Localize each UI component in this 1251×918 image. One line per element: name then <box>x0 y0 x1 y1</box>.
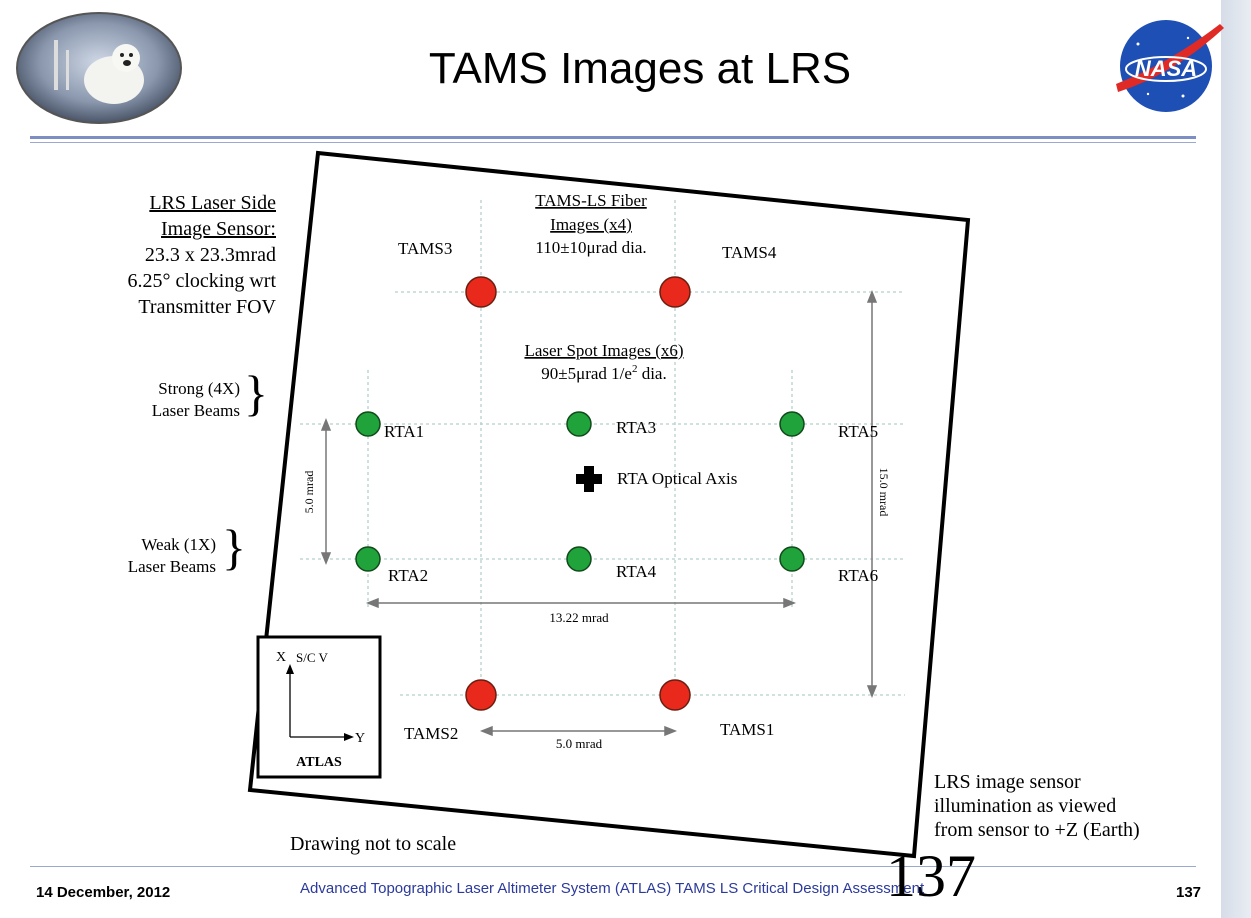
rta1-marker <box>355 411 381 437</box>
sensor-clocking: 6.25° clocking wrt <box>127 270 276 292</box>
footer-date: 14 December, 2012 <box>36 884 171 901</box>
weak-beams-line2: Laser Beams <box>127 557 216 576</box>
axes-inset: X S/C V Y ATLAS <box>256 635 382 779</box>
dim-vertical-left: 5.0 mrad <box>302 471 316 514</box>
tams2-marker <box>465 679 497 711</box>
fiber-heading-2: Images (x4) <box>550 215 632 234</box>
strong-beams-label: Strong (4X) Laser Beams <box>110 378 240 422</box>
rta6-marker <box>779 546 805 572</box>
svg-text:NASA: NASA <box>1135 56 1197 81</box>
tams1-marker <box>659 679 691 711</box>
rta5-label: RTA5 <box>838 422 878 441</box>
spot-size-sup: 2 <box>632 363 638 375</box>
rta3-marker <box>566 411 592 437</box>
footer-page-number: 137 <box>1176 884 1202 901</box>
optical-axis-label: RTA Optical Axis <box>617 469 737 488</box>
page-title: TAMS Images at LRS <box>428 44 852 93</box>
sensor-description: LRS Laser Side Image Sensor: 23.3 x 23.3… <box>40 190 276 320</box>
dimension-arrows <box>320 289 878 737</box>
dim-horizontal: 13.22 mrad <box>549 610 609 625</box>
weak-beams-label: Weak (1X) Laser Beams <box>86 534 216 578</box>
strong-beams-line2: Laser Beams <box>151 401 240 420</box>
sensor-fov: Transmitter FOV <box>138 296 276 318</box>
rta5-marker <box>779 411 805 437</box>
rta1-label: RTA1 <box>384 422 424 441</box>
weak-beams-brace: } <box>222 519 246 575</box>
rta4-marker <box>566 546 592 572</box>
rta6-label: RTA6 <box>838 566 878 585</box>
illumination-note-line2: illumination as viewed <box>934 795 1117 817</box>
fiber-size: 110±10μrad dia. <box>535 238 646 257</box>
axis-box-title: S/C V <box>296 650 329 665</box>
illumination-note-line3: from sensor to +Z (Earth) <box>934 819 1140 841</box>
illumination-note: LRS image sensor illumination as viewed … <box>934 770 1140 842</box>
illumination-note-line1: LRS image sensor <box>934 771 1081 793</box>
rta4-label: RTA4 <box>616 562 657 581</box>
optical-axis-cross-icon <box>576 466 602 492</box>
spot-size-suffix: dia. <box>637 364 666 383</box>
strong-beams-line1: Strong (4X) <box>158 379 240 398</box>
tams3-label: TAMS3 <box>398 239 452 258</box>
rta2-marker <box>355 546 381 572</box>
footer-divider <box>30 866 1196 867</box>
tams2-label: TAMS2 <box>404 724 458 743</box>
nasa-logo: NASA <box>1116 20 1224 112</box>
weak-beams-line1: Weak (1X) <box>141 535 216 554</box>
tams1-label: TAMS1 <box>720 720 774 739</box>
dim-vertical-right: 15.0 mrad <box>877 468 891 517</box>
spot-heading: Laser Spot Images (x6) <box>524 341 683 360</box>
title-divider <box>30 136 1196 139</box>
slide-edge-shadow <box>1221 0 1251 918</box>
polar-bear-logo <box>16 12 182 124</box>
spot-size-prefix: 90±5μrad 1/e <box>541 364 632 383</box>
axis-y-label: Y <box>355 731 365 746</box>
footer-title: Advanced Topographic Laser Altimeter Sys… <box>300 880 925 897</box>
tams4-marker <box>659 276 691 308</box>
tams4-label: TAMS4 <box>722 243 777 262</box>
sensor-heading-line1: LRS Laser Side <box>149 192 276 214</box>
axis-x-label: X <box>276 650 286 665</box>
rta3-label: RTA3 <box>616 418 656 437</box>
scale-note: Drawing not to scale <box>290 833 456 855</box>
sensor-frame <box>247 150 971 859</box>
tams3-marker <box>465 276 497 308</box>
title-divider-thin <box>30 142 1196 143</box>
sensor-heading-line2: Image Sensor: <box>161 218 276 240</box>
spot-size: 90±5μrad 1/e2 dia. <box>541 363 666 383</box>
overlay-page-number: 137 <box>886 843 976 909</box>
sensor-size: 23.3 x 23.3mrad <box>144 244 276 266</box>
rta2-label: RTA2 <box>388 566 428 585</box>
dim-tams-horizontal: 5.0 mrad <box>556 736 603 751</box>
guide-lines <box>300 200 905 710</box>
fiber-heading-1: TAMS-LS Fiber <box>535 191 647 210</box>
axis-box-caption: ATLAS <box>296 755 342 770</box>
strong-beams-brace: } <box>244 365 268 421</box>
